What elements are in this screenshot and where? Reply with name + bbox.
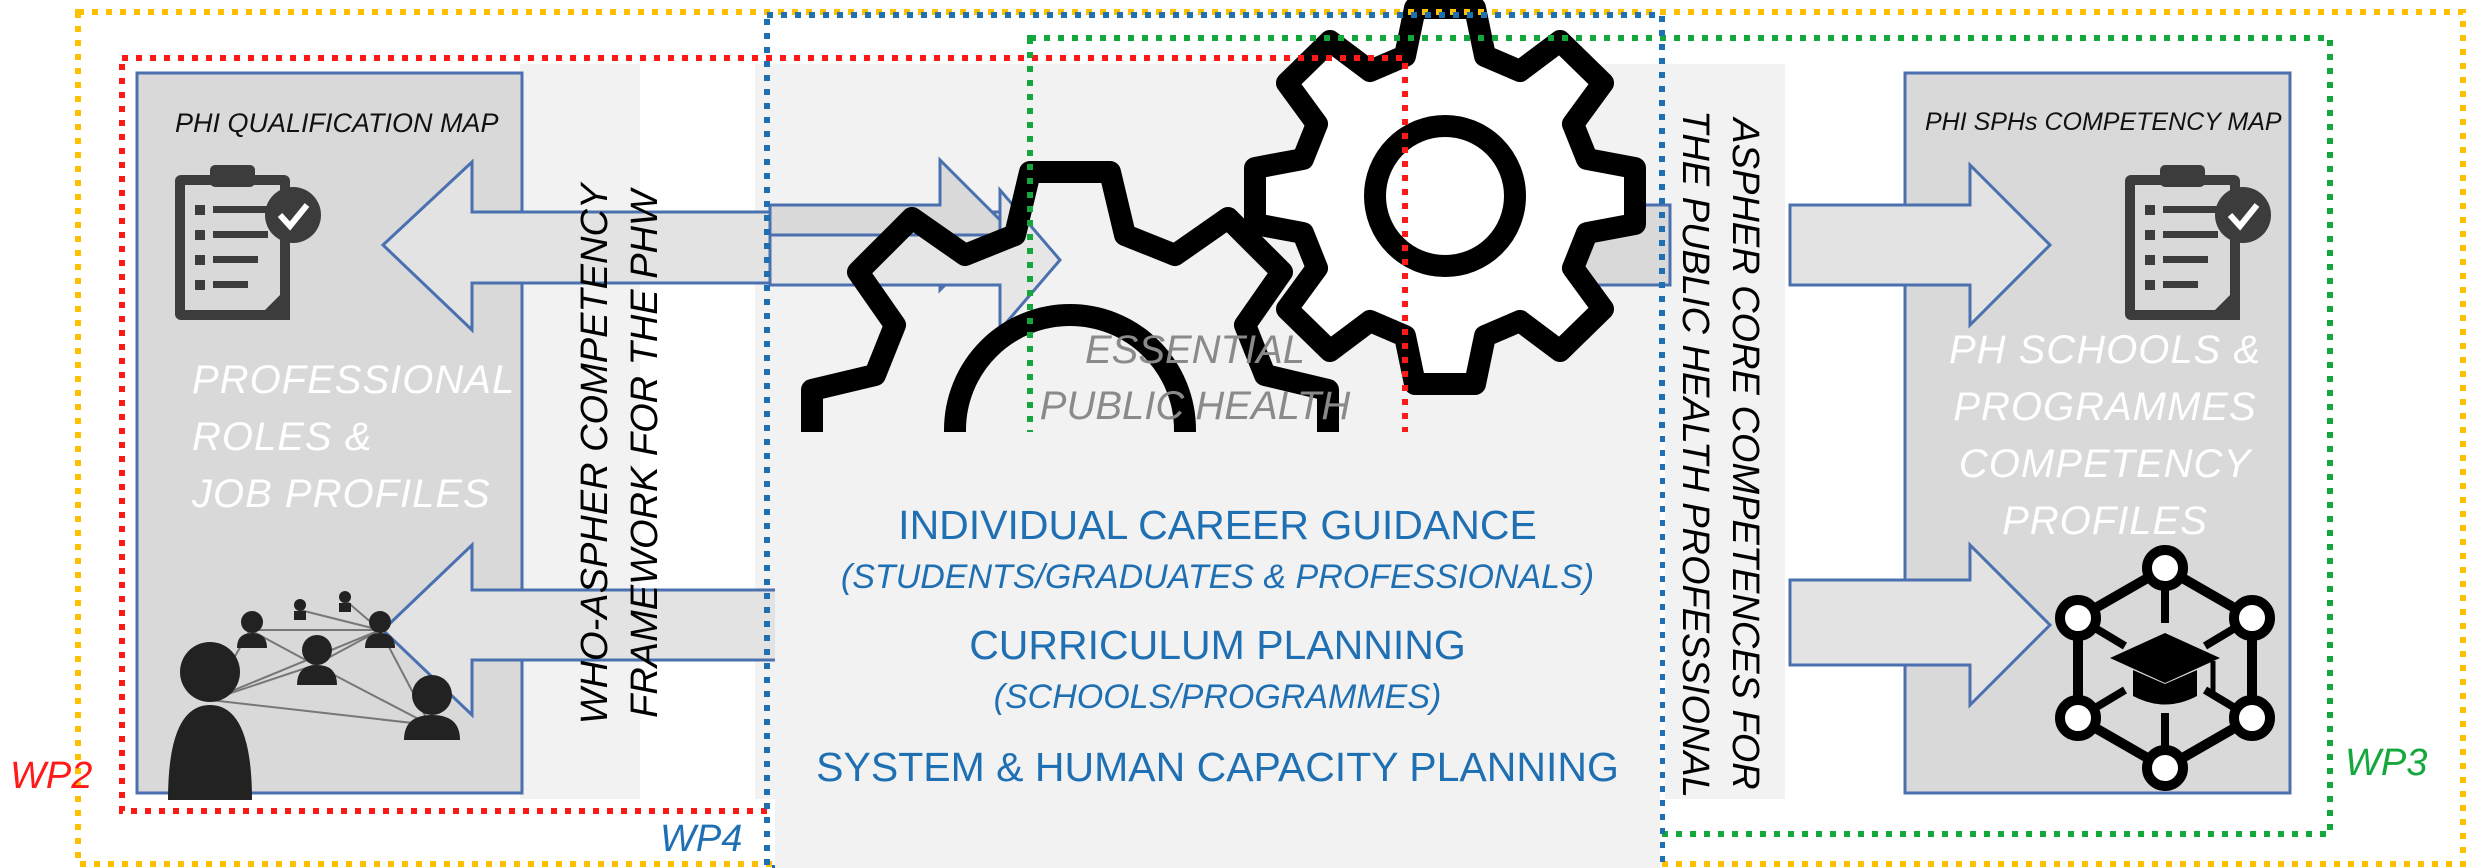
right-arrow-lower (1788, 541, 2053, 709)
right-gap-strip (1665, 64, 1785, 799)
aspher-label-line-2: THE PUBLIC HEALTH PROFESSIONAL (1674, 110, 1716, 798)
center-item-2-sub: (SCHOOLS/PROGRAMMES) (993, 678, 1442, 716)
wp2-frame (119, 55, 1408, 814)
center-ghost-line-1: ESSENTIAL (1084, 328, 1306, 372)
aspher-core-competences-label: ASPHER CORE COMPETENCES FOR THE PUBLIC H… (1670, 104, 1770, 804)
right-ghost-line-3: COMPETENCY (1958, 442, 2252, 486)
wp4-frame (764, 12, 1665, 868)
right-box-header: PHI SPHs COMPETENCY MAP (1925, 108, 2282, 136)
wp3-label: WP3 (2345, 742, 2428, 784)
wp4-label: WP4 (660, 818, 743, 860)
center-item-1: INDIVIDUAL CAREER GUIDANCE (898, 502, 1537, 548)
left-gap-strip (520, 64, 640, 799)
who-label-line-1: WHO-ASPHER COMPETENCY (574, 183, 616, 725)
center-item-1-sub: (STUDENTS/GRADUATES & PROFESSIONALS) (840, 558, 1595, 596)
graduation-network-icon (2055, 545, 2275, 791)
right-ghost-line-2: PROGRAMMES (1953, 385, 2257, 429)
right-arrow-upper (1788, 161, 2053, 329)
right-ghost-line-4: PROFILES (2002, 499, 2208, 543)
checklist-icon-right (2125, 165, 2271, 320)
small-gear-icon (1244, 0, 1646, 395)
left-ghost-line-2: ROLES & (192, 415, 373, 459)
left-ghost-text: PROFESSIONAL ROLES & JOB PROFILES (192, 352, 515, 523)
right-ghost-line-1: PH SCHOOLS & (1948, 328, 2262, 372)
right-ghost-text: PH SCHOOLS & PROGRAMMES COMPETENCY PROFI… (1905, 322, 2305, 550)
people-network-icon (168, 591, 460, 800)
aspher-label-line-1: ASPHER CORE COMPETENCES FOR (1724, 118, 1766, 790)
checklist-icon-left (175, 165, 321, 320)
left-box-header: PHI QUALIFICATION MAP (175, 108, 499, 138)
center-ghost-text: ESSENTIAL PUBLIC HEALTH (1030, 322, 1360, 434)
center-item-3: SYSTEM & HUMAN CAPACITY PLANNING (816, 744, 1619, 790)
center-item-2: CURRICULUM PLANNING (969, 622, 1466, 668)
who-aspher-framework-label: WHO-ASPHER COMPETENCY FRAMEWORK FOR THE … (570, 154, 670, 754)
center-list-panel: INDIVIDUAL CAREER GUIDANCE (STUDENTS/GRA… (775, 432, 1660, 868)
left-ghost-line-1: PROFESSIONAL (192, 358, 516, 402)
who-label-line-2: FRAMEWORK FOR THE PHW (624, 190, 666, 718)
wp2-label: WP2 (10, 755, 93, 797)
center-ghost-line-2: PUBLIC HEALTH (1039, 384, 1351, 428)
left-ghost-line-3: JOB PROFILES (192, 472, 491, 516)
